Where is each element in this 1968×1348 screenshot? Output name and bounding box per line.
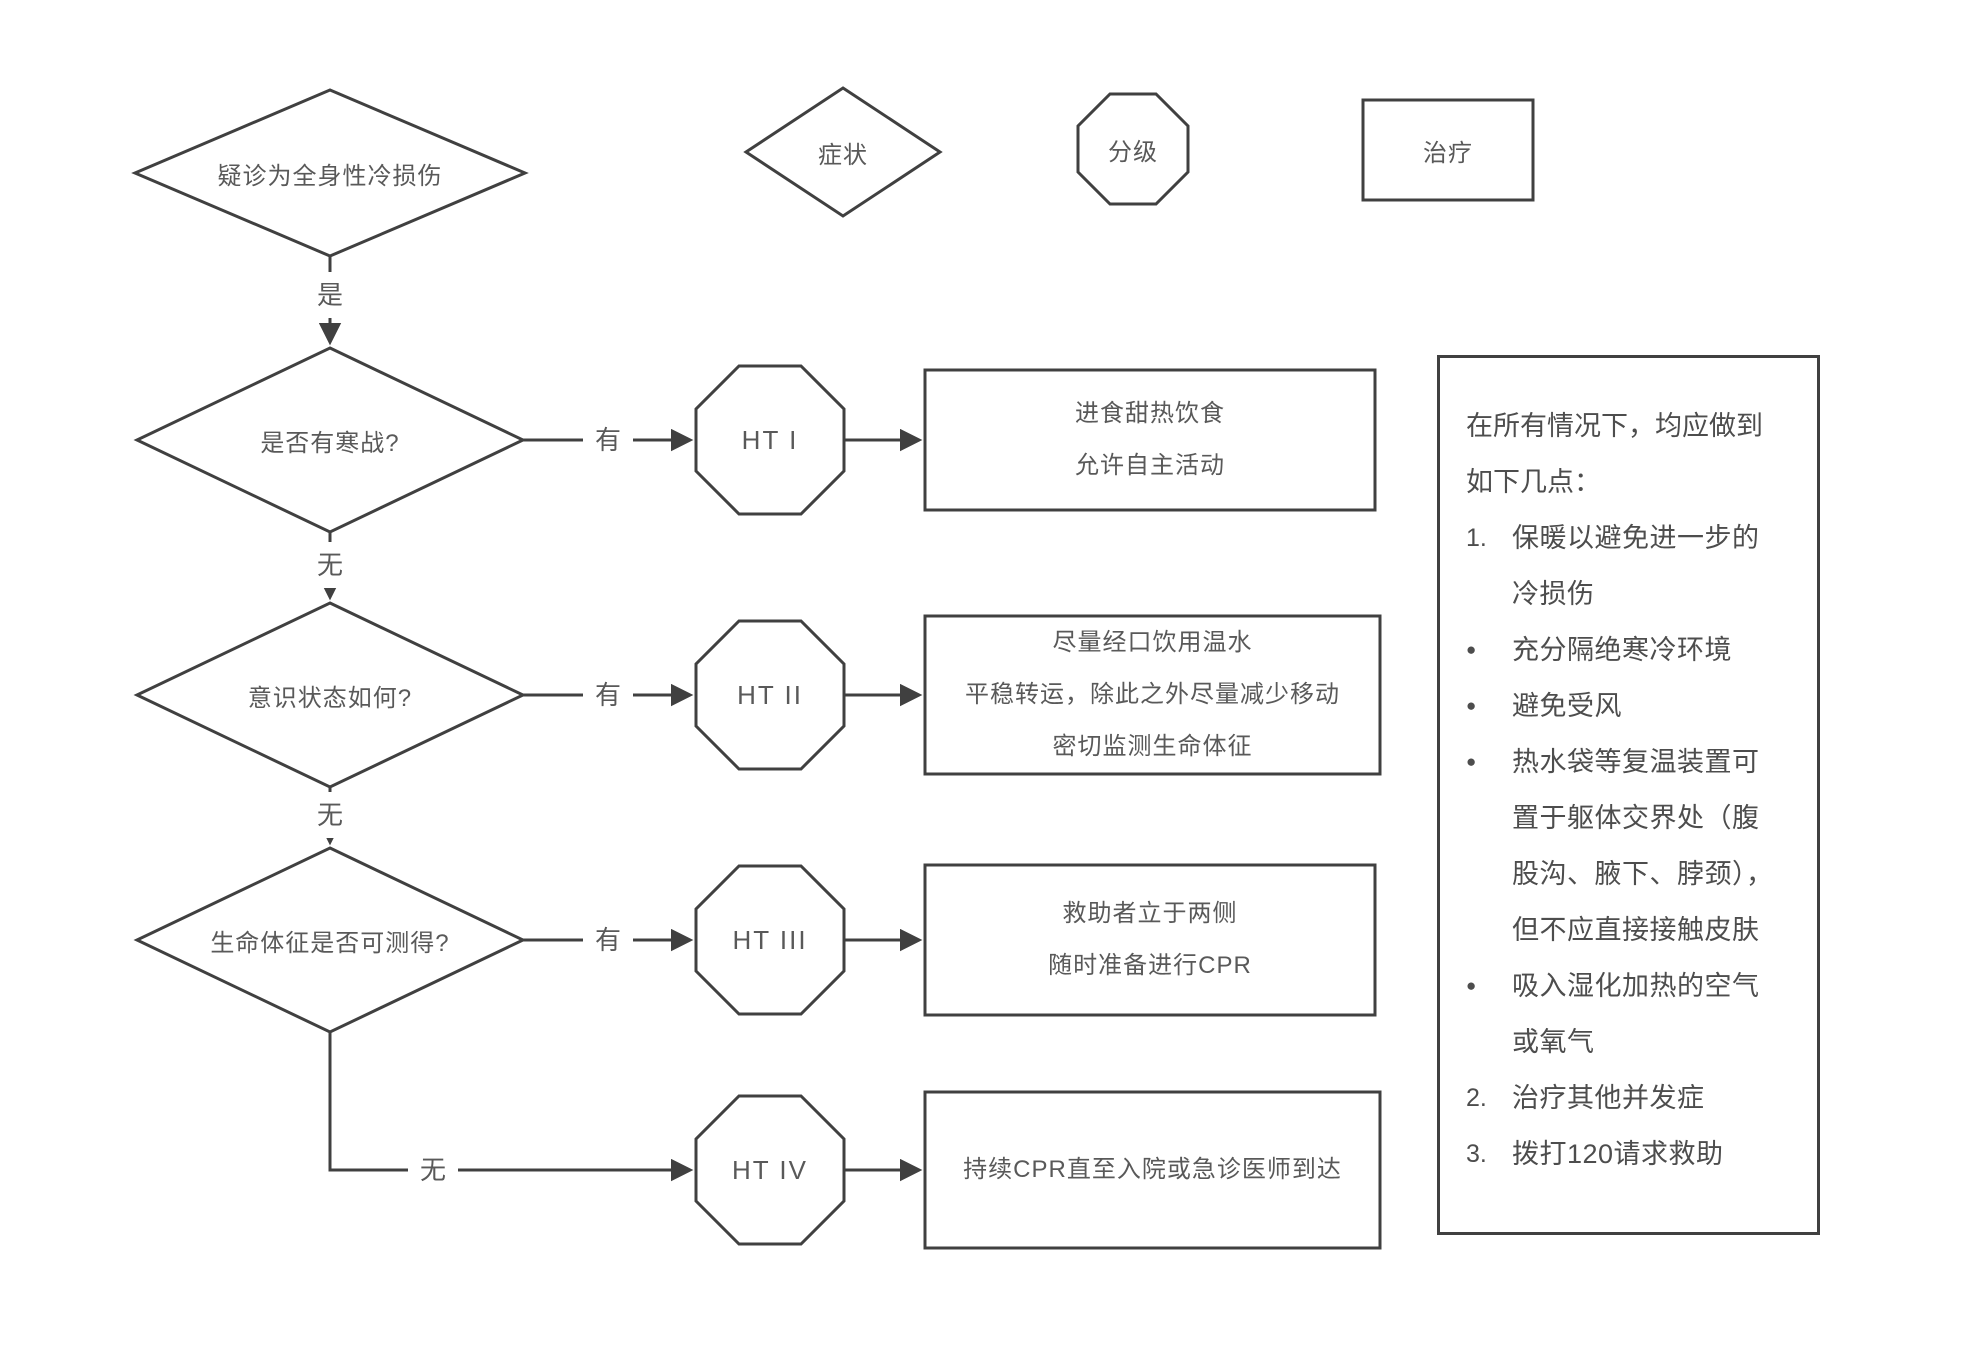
decision3-yes-label: 有 (583, 917, 633, 963)
panel-item-text: 保暖以避免进一步的 冷损伤 (1512, 523, 1760, 609)
treatment2-line: 尽量经口饮用温水 (1052, 629, 1253, 656)
panel-item: ● 热水袋等复温装置可 置于躯体交界处（腹 股沟、腋下、脖颈）， 但不应直接接触… (1466, 734, 1797, 958)
decision2-no-label: 无 (305, 792, 355, 838)
treatment4-box-shape (923, 1090, 1382, 1250)
treatment4-line: 持续CPR直至入院或急诊医师到达 (963, 1156, 1342, 1183)
treatment2-box-shape (923, 614, 1382, 776)
arrow-decision3-no (328, 1032, 694, 1182)
treatment3-line: 随时准备进行CPR (1048, 952, 1252, 979)
legend-treatment-rect-shape (1361, 98, 1535, 202)
decision1-label: 是否有寒战? (260, 429, 400, 457)
treatment2-box: 尽量经口饮用温水 平稳转运，除此之外尽量减少移动 密切监测生命体征 (925, 616, 1380, 774)
ht2-label: HT II (737, 679, 803, 710)
legend-symptom-diamond-shape (743, 86, 943, 218)
decision3-label: 生命体征是否可测得? (210, 929, 450, 957)
ht1-label: HT I (741, 424, 799, 455)
bullet-icon: ● (1466, 976, 1477, 995)
start-branch-yes-label: 是 (305, 272, 355, 318)
treatment3-box: 救助者立于两侧 随时准备进行CPR (925, 865, 1375, 1015)
panel-item: 2. 治疗其他并发症 (1466, 1070, 1797, 1126)
treatment4-box: 持续CPR直至入院或急诊医师到达 (925, 1092, 1380, 1248)
panel-item: ● 吸入湿化加热的空气 或氧气 (1466, 958, 1797, 1070)
legend-treatment-label: 治疗 (1423, 139, 1473, 167)
panel-item-text: 治疗其他并发症 (1512, 1083, 1705, 1113)
ht2-octagon-shape (694, 619, 846, 771)
panel-item: 3. 拨打120请求救助 (1466, 1126, 1797, 1182)
panel-item: ● 避免受风 (1466, 678, 1797, 734)
treatment3-box-shape (923, 863, 1377, 1017)
panel-intro-text: 在所有情况下，均应做到 如下几点： (1466, 411, 1763, 497)
bullet-icon: ● (1466, 696, 1477, 715)
panel-item-text: 热水袋等复温装置可 置于躯体交界处（腹 股沟、腋下、脖颈）， 但不应直接接触皮肤 (1512, 747, 1774, 945)
decision2-yes-label: 有 (583, 672, 633, 718)
panel-item-marker: 3. (1466, 1140, 1487, 1168)
legend-grade-label: 分级 (1108, 138, 1158, 166)
ht1-octagon-shape (694, 364, 846, 516)
panel-item-text: 避免受风 (1512, 691, 1622, 721)
decision1-yes-label: 有 (583, 417, 633, 463)
ht3-label: HT III (732, 924, 808, 955)
bullet-icon: ● (1466, 752, 1477, 771)
treatment2-line: 密切监测生命体征 (1052, 733, 1253, 760)
start-node-label: 疑诊为全身性冷损伤 (217, 162, 443, 190)
treatment1-line: 进食甜热饮食 (1075, 400, 1225, 427)
panel-item-text: 充分隔绝寒冷环境 (1512, 635, 1732, 665)
panel-item-marker: 2. (1466, 1084, 1487, 1112)
panel-item-text: 吸入湿化加热的空气 或氧气 (1512, 971, 1760, 1057)
treatment3-line: 救助者立于两侧 (1062, 900, 1238, 927)
ht3-octagon-shape (694, 864, 846, 1016)
treatment1-box-shape (923, 368, 1377, 512)
treatment1-line: 允许自主活动 (1075, 452, 1225, 479)
general-measures-panel: 在所有情况下，均应做到 如下几点： 1. 保暖以避免进一步的 冷损伤 ● 充分隔… (1437, 355, 1820, 1235)
panel-item: 1. 保暖以避免进一步的 冷损伤 (1466, 510, 1797, 622)
panel-item-text: 拨打120请求救助 (1512, 1139, 1724, 1169)
decision2-label: 意识状态如何? (247, 684, 413, 712)
treatment2-line: 平稳转运，除此之外尽量减少移动 (965, 681, 1340, 708)
ht4-octagon-shape (694, 1094, 846, 1246)
panel-item-marker: 1. (1466, 524, 1487, 552)
decision1-no-label: 无 (305, 542, 355, 588)
panel-item: ● 充分隔绝寒冷环境 (1466, 622, 1797, 678)
legend-grade-octagon-shape (1076, 92, 1190, 206)
bullet-icon: ● (1466, 640, 1477, 659)
legend-symptom-label: 症状 (818, 141, 868, 169)
decision3-no-label: 无 (408, 1147, 458, 1193)
treatment1-box: 进食甜热饮食 允许自主活动 (925, 370, 1375, 510)
ht4-label: HT IV (732, 1154, 808, 1185)
